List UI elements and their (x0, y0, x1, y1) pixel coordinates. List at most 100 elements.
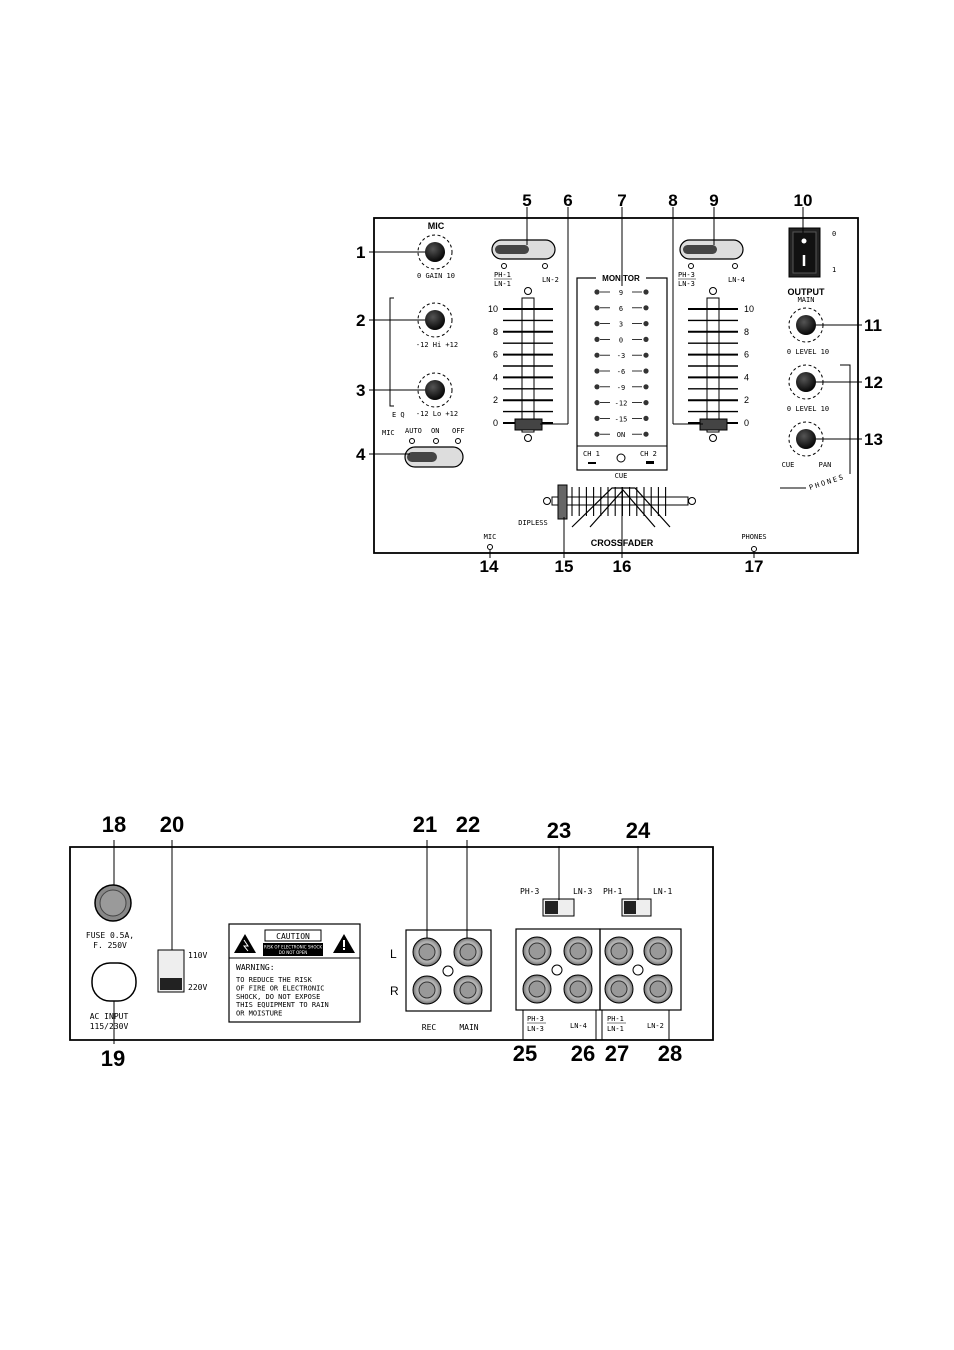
channel2-input-selector[interactable] (679, 239, 744, 260)
channel2-fader[interactable] (688, 287, 738, 442)
jack-left-ln4: LN-4 (570, 1022, 587, 1030)
meter-led-right (643, 368, 649, 374)
phones-jack[interactable] (751, 546, 757, 552)
sel-left-ln1: LN-1 (494, 280, 511, 288)
switch24-ph1: PH-1 (603, 887, 622, 896)
meter-led-right (643, 415, 649, 421)
callout-22: 22 (456, 812, 480, 837)
phono-line-switch-23[interactable] (542, 898, 575, 917)
mic-gain-knob[interactable] (417, 234, 453, 270)
mic-mode-switch[interactable] (404, 446, 464, 468)
meter-led-right (643, 384, 649, 390)
phono-line-switch-24[interactable] (621, 898, 652, 917)
meter-led-right (643, 352, 649, 358)
warning-line: SHOCK, DO NOT EXPOSE (236, 993, 320, 1001)
level2-scale: 0 LEVEL 10 (787, 405, 829, 413)
ac-input-socket[interactable] (91, 962, 137, 1002)
fader-left-tick-label: 4 (493, 372, 498, 382)
lightning-warning-icon (234, 934, 256, 953)
mic-switch-off: OFF (452, 427, 465, 435)
gain-scale: 0 GAIN 10 (417, 272, 455, 280)
sel-right-ph3: PH-3 (678, 271, 695, 279)
caution-sub-1: RISK OF ELECTRONIC SHOCK (264, 945, 322, 950)
mic-switch-label: MIC (382, 429, 395, 437)
switch23-ln3: LN-3 (573, 887, 592, 896)
left-channel-label: L (390, 947, 397, 961)
fuse-holder[interactable] (94, 884, 132, 922)
fader-left-tick-label: 6 (493, 350, 498, 360)
rec-label: REC (422, 1023, 437, 1032)
switch24-ln1: LN-1 (653, 887, 672, 896)
fader-left-tick-label: 10 (488, 304, 498, 314)
pan-knob-label: PAN (819, 461, 832, 469)
meter-tick-label: -3 (617, 352, 625, 360)
sel-left-ln2: LN-2 (542, 276, 559, 284)
meter-led-left (594, 368, 600, 374)
callout-28: 28 (658, 1041, 682, 1066)
eq-bracket (389, 297, 394, 407)
warning-line: THIS EQUIPMENT TO RAIN (236, 1001, 329, 1009)
meter-tick-label: 9 (619, 289, 623, 297)
callout-20: 20 (160, 812, 184, 837)
jack-right-ln2: LN-2 (647, 1022, 664, 1030)
callout-2: 2 (356, 311, 365, 330)
callout-21: 21 (413, 812, 437, 837)
output-label: OUTPUT (788, 287, 826, 297)
crossfader[interactable] (543, 484, 696, 528)
eq-lo-knob[interactable] (417, 372, 453, 408)
callout-8: 8 (668, 191, 677, 210)
cue-button[interactable] (616, 453, 626, 463)
callout-14: 14 (480, 557, 499, 576)
main-label: MAIN (798, 296, 815, 304)
right-channel-label: R (390, 984, 399, 998)
jack-left-ln3: LN-3 (527, 1025, 544, 1033)
mic-switch-auto: AUTO (405, 427, 422, 435)
fuse-label-2: F. 250V (93, 941, 127, 950)
callout-5: 5 (522, 191, 531, 210)
meter-led-left (594, 321, 600, 327)
power-off-label: 0 (832, 230, 836, 238)
jack-left-ph3: PH-3 (527, 1015, 544, 1023)
ac-input-label-1: AC INPUT (90, 1012, 129, 1021)
callout-18: 18 (102, 812, 126, 837)
meter-led-left (594, 384, 600, 390)
warning-line: OR MOISTURE (236, 1010, 282, 1018)
caution-title: CAUTION (276, 932, 310, 941)
eq-hi-knob[interactable] (417, 302, 453, 338)
meter-tick-label: -12 (615, 400, 628, 408)
mic-jack[interactable] (487, 544, 493, 550)
callout-4: 4 (356, 445, 366, 464)
callout-12: 12 (864, 373, 883, 392)
fader-left-tick-label: 2 (493, 395, 498, 405)
phones-jack-label: PHONES (741, 533, 766, 541)
ch1-label: CH 1 (583, 450, 600, 458)
channel1-input-selector[interactable] (491, 239, 556, 260)
warning-title: WARNING: (236, 963, 275, 972)
fader-left-tick-label: 0 (493, 418, 498, 428)
meter-led-left (594, 400, 600, 406)
sel-right-ln3: LN-3 (678, 280, 695, 288)
meter-tick-label: 0 (619, 336, 623, 344)
meter-led-right (643, 305, 649, 311)
jack-right-ph1: PH-1 (607, 1015, 624, 1023)
cue-knob-label: CUE (782, 461, 795, 469)
channel1-fader[interactable] (503, 287, 553, 442)
jack-right-ln1: LN-1 (607, 1025, 624, 1033)
voltage-selector-switch[interactable] (157, 949, 185, 993)
power-switch[interactable] (788, 227, 821, 278)
power-on-label: 1 (832, 266, 836, 274)
ch2-label: CH 2 (640, 450, 657, 458)
meter-tick-label: -15 (615, 415, 628, 423)
lo-scale: -12 Lo +12 (416, 410, 458, 418)
callout-27: 27 (605, 1041, 629, 1066)
meter-led-left (594, 431, 600, 437)
meter-led-right (643, 321, 649, 327)
fader-left-tick-label: 8 (493, 327, 498, 337)
callout-17: 17 (745, 557, 764, 576)
hi-scale: -12 Hi +12 (416, 341, 458, 349)
callout-6: 6 (563, 191, 572, 210)
fader-right-tick-label: 10 (744, 304, 754, 314)
callout-26: 26 (571, 1041, 595, 1066)
